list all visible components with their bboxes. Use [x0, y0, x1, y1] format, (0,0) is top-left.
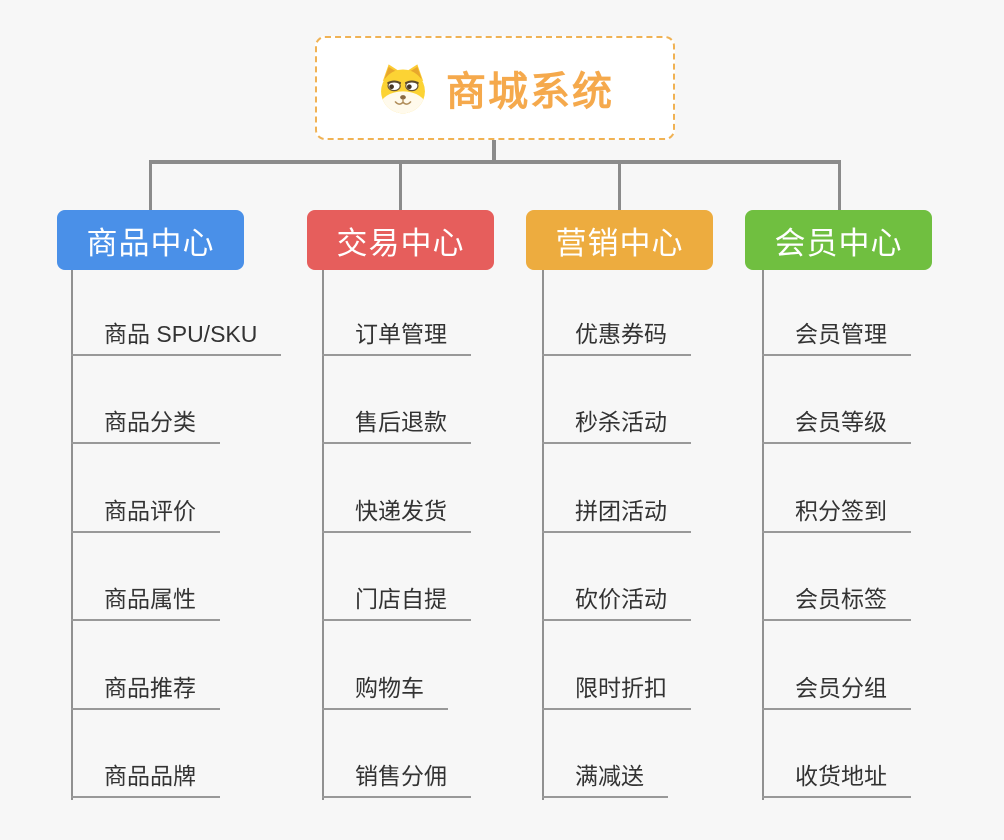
- connector-trunk-branch-1: [71, 270, 73, 800]
- branch-header-trade[interactable]: 交易中心: [307, 210, 494, 270]
- node-item[interactable]: 销售分佣: [322, 762, 471, 798]
- branch-items-trade: 订单管理 售后退款 快递发货 门店自提 购物车 销售分佣: [322, 267, 471, 798]
- node-item[interactable]: 拼团活动: [542, 497, 691, 533]
- connector-horizontal-bar: [149, 160, 840, 164]
- node-item[interactable]: 会员分组: [762, 674, 911, 710]
- connector-stub-branch-4: [838, 160, 841, 210]
- node-item[interactable]: 商品评价: [71, 497, 220, 533]
- node-item[interactable]: 会员等级: [762, 408, 911, 444]
- node-item[interactable]: 砍价活动: [542, 585, 691, 621]
- branch-items-marketing: 优惠券码 秒杀活动 拼团活动 砍价活动 限时折扣 满减送: [542, 267, 691, 798]
- root-node-label: 商城系统: [446, 70, 614, 114]
- connector-root-trunk: [492, 138, 496, 164]
- branch-items-product: 商品 SPU/SKU 商品分类 商品评价 商品属性 商品推荐 商品品牌: [71, 267, 282, 798]
- node-item[interactable]: 快递发货: [322, 497, 471, 533]
- branch-header-member[interactable]: 会员中心: [745, 210, 932, 270]
- node-item[interactable]: 会员标签: [762, 585, 911, 621]
- node-item[interactable]: 购物车: [322, 674, 448, 710]
- node-item[interactable]: 订单管理: [322, 320, 471, 356]
- branch-header-marketing[interactable]: 营销中心: [526, 210, 713, 270]
- node-item[interactable]: 商品 SPU/SKU: [71, 320, 282, 356]
- node-item[interactable]: 商品属性: [71, 585, 220, 621]
- node-item[interactable]: 优惠券码: [542, 320, 691, 356]
- node-item[interactable]: 商品推荐: [71, 674, 220, 710]
- node-item[interactable]: 限时折扣: [542, 674, 691, 710]
- connector-stub-branch-2: [399, 160, 402, 210]
- node-item[interactable]: 售后退款: [322, 408, 471, 444]
- node-item[interactable]: 门店自提: [322, 585, 471, 621]
- connector-trunk-branch-2: [322, 270, 324, 800]
- connector-trunk-branch-4: [762, 270, 764, 800]
- connector-trunk-branch-3: [542, 270, 544, 800]
- node-item[interactable]: 收货地址: [762, 762, 911, 798]
- node-item[interactable]: 秒杀活动: [542, 408, 691, 444]
- root-node[interactable]: 商城系统: [315, 36, 675, 140]
- node-item[interactable]: 商品品牌: [71, 762, 220, 798]
- node-item[interactable]: 商品分类: [71, 408, 220, 444]
- node-item[interactable]: 积分签到: [762, 497, 911, 533]
- branch-items-member: 会员管理 会员等级 积分签到 会员标签 会员分组 收货地址: [762, 267, 911, 798]
- node-item[interactable]: 满减送: [542, 762, 668, 798]
- node-item[interactable]: 会员管理: [762, 320, 911, 356]
- connector-stub-branch-3: [618, 160, 621, 210]
- branch-header-product[interactable]: 商品中心: [57, 210, 244, 270]
- dog-face-icon: [381, 64, 425, 114]
- connector-stub-branch-1: [149, 160, 152, 210]
